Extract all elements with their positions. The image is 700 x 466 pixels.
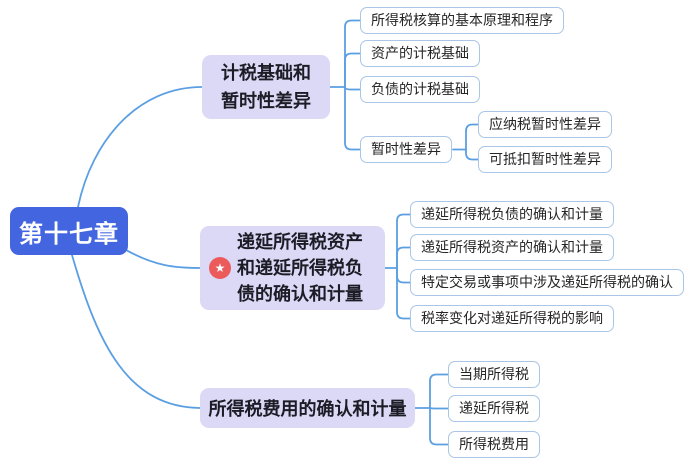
branch-label: 所得税费用的确认和计量: [208, 399, 407, 419]
branch-deferred-tax-assets-liabilities[interactable]: ★ 递延所得税资产和递延所得税负债的确认和计量: [200, 226, 385, 310]
branch-label: 计税基础和暂时性差异: [221, 63, 311, 111]
leaf-income-tax-expense-item[interactable]: 所得税费用: [448, 431, 540, 458]
leaf-current-income-tax[interactable]: 当期所得税: [448, 361, 540, 388]
leaf-deductible-temporary-differences[interactable]: 可抵扣暂时性差异: [478, 146, 612, 173]
leaf-deferred-tax-liability-recognition[interactable]: 递延所得税负债的确认和计量: [410, 201, 614, 228]
branch-tax-basis-and-temporary-differences[interactable]: 计税基础和暂时性差异: [202, 55, 330, 119]
edge-root-branch1: [77, 86, 203, 208]
leaf-specific-transactions-deferred-tax[interactable]: 特定交易或事项中涉及递延所得税的确认: [410, 269, 684, 296]
edge-root-branch3: [71, 254, 201, 409]
branch-label: 递延所得税资产和递延所得税负债的确认和计量: [237, 232, 363, 304]
leaf-liability-tax-basis[interactable]: 负债的计税基础: [360, 76, 480, 103]
leaf-taxable-temporary-differences[interactable]: 应纳税暂时性差异: [478, 111, 612, 138]
leaf-temporary-differences[interactable]: 暂时性差异: [360, 136, 452, 163]
edge-root-branch2: [125, 249, 201, 269]
leaf-deferred-income-tax[interactable]: 递延所得税: [448, 395, 540, 422]
star-badge-icon: ★: [209, 257, 231, 279]
leaf-deferred-tax-asset-recognition[interactable]: 递延所得税资产的确认和计量: [410, 234, 614, 261]
leaf-income-tax-accounting-principles[interactable]: 所得税核算的基本原理和程序: [360, 7, 564, 34]
node-chapter-root[interactable]: 第十七章: [10, 207, 128, 255]
leaf-asset-tax-basis[interactable]: 资产的计税基础: [360, 40, 480, 67]
branch-income-tax-expense[interactable]: 所得税费用的确认和计量: [200, 388, 415, 428]
leaf-tax-rate-change-impact[interactable]: 税率变化对递延所得税的影响: [410, 305, 614, 332]
